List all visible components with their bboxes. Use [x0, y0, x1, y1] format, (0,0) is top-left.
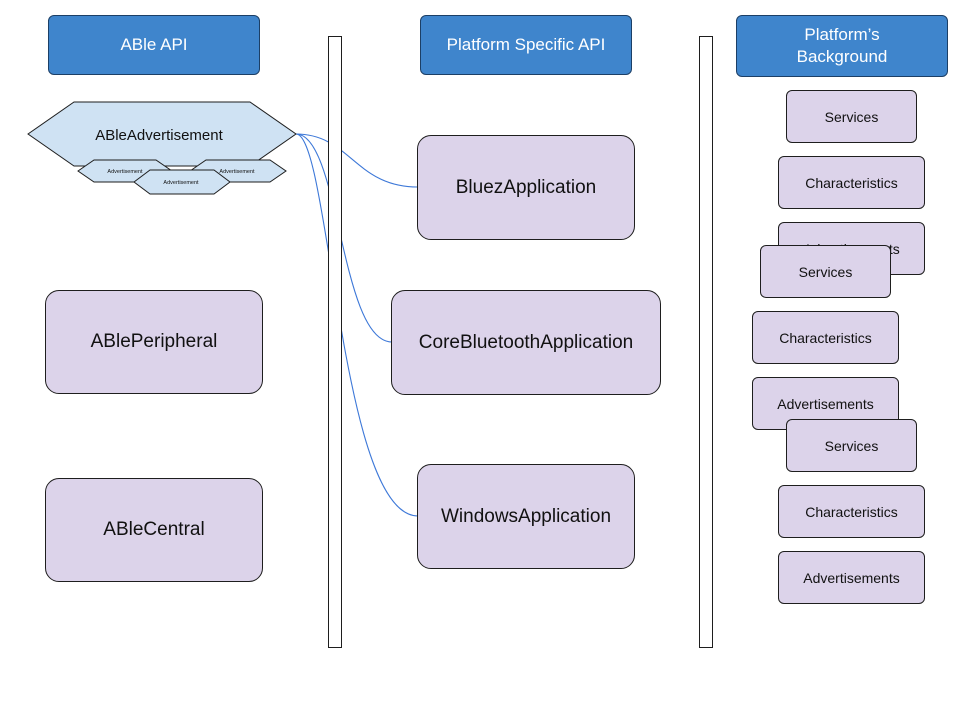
- bg1-services-label: Services: [824, 108, 879, 125]
- bg3-characteristics-label: Characteristics: [805, 503, 898, 520]
- sub-advertisement-label-1: Advertisement: [107, 169, 143, 175]
- header-able-api: ABle API: [48, 15, 260, 75]
- left-divider: [328, 36, 342, 648]
- header-platform-background: Platform’s Background: [736, 15, 948, 77]
- able-peripheral-label: ABlePeripheral: [90, 331, 218, 352]
- bg3-advertisements-label: Advertisements: [803, 569, 900, 586]
- bg2-advertisements-label: Advertisements: [777, 395, 874, 412]
- bg2-characteristics-label: Characteristics: [779, 329, 872, 346]
- able-advertisement-hexagon: [27, 101, 297, 167]
- bg1-characteristics-label: Characteristics: [805, 174, 898, 191]
- sub-advertisement-label-3: Advertisement: [163, 180, 199, 186]
- bg3-advertisements-box: Advertisements: [778, 551, 925, 604]
- bg3-characteristics-box: Characteristics: [778, 485, 925, 538]
- able-central-label: ABleCentral: [103, 519, 205, 540]
- windows-application-box: WindowsApplication: [417, 464, 635, 569]
- windows-application-label: WindowsApplication: [440, 505, 612, 527]
- bg2-characteristics-box: Characteristics: [752, 311, 899, 364]
- able-advertisement-label: ABleAdvertisement: [95, 127, 223, 144]
- right-divider: [699, 36, 713, 648]
- sub-advertisement-label-2: Advertisement: [219, 169, 255, 175]
- corebluetooth-application-box: CoreBluetoothApplication: [391, 290, 661, 395]
- sub-advertisement-hexagon-3: [133, 169, 231, 195]
- bg1-services-box: Services: [786, 90, 917, 143]
- corebluetooth-application-label: CoreBluetoothApplication: [418, 331, 634, 353]
- bg3-services-label: Services: [824, 437, 879, 454]
- bluez-application-box: BluezApplication: [417, 135, 635, 240]
- bg1-characteristics-box: Characteristics: [778, 156, 925, 209]
- header-able-api-label: ABle API: [120, 35, 188, 54]
- bg3-services-box: Services: [786, 419, 917, 472]
- connector-to-bluez: [295, 133, 419, 188]
- bg2-services-box: Services: [760, 245, 891, 298]
- bg2-services-label: Services: [798, 263, 853, 280]
- bluez-application-label: BluezApplication: [455, 176, 597, 198]
- header-platform-background-label: Platform’s Background: [796, 25, 888, 66]
- able-peripheral-box: ABlePeripheral: [45, 290, 263, 394]
- able-central-box: ABleCentral: [45, 478, 263, 582]
- header-platform-specific-api-label: Platform Specific API: [446, 35, 606, 54]
- header-platform-specific-api: Platform Specific API: [420, 15, 632, 75]
